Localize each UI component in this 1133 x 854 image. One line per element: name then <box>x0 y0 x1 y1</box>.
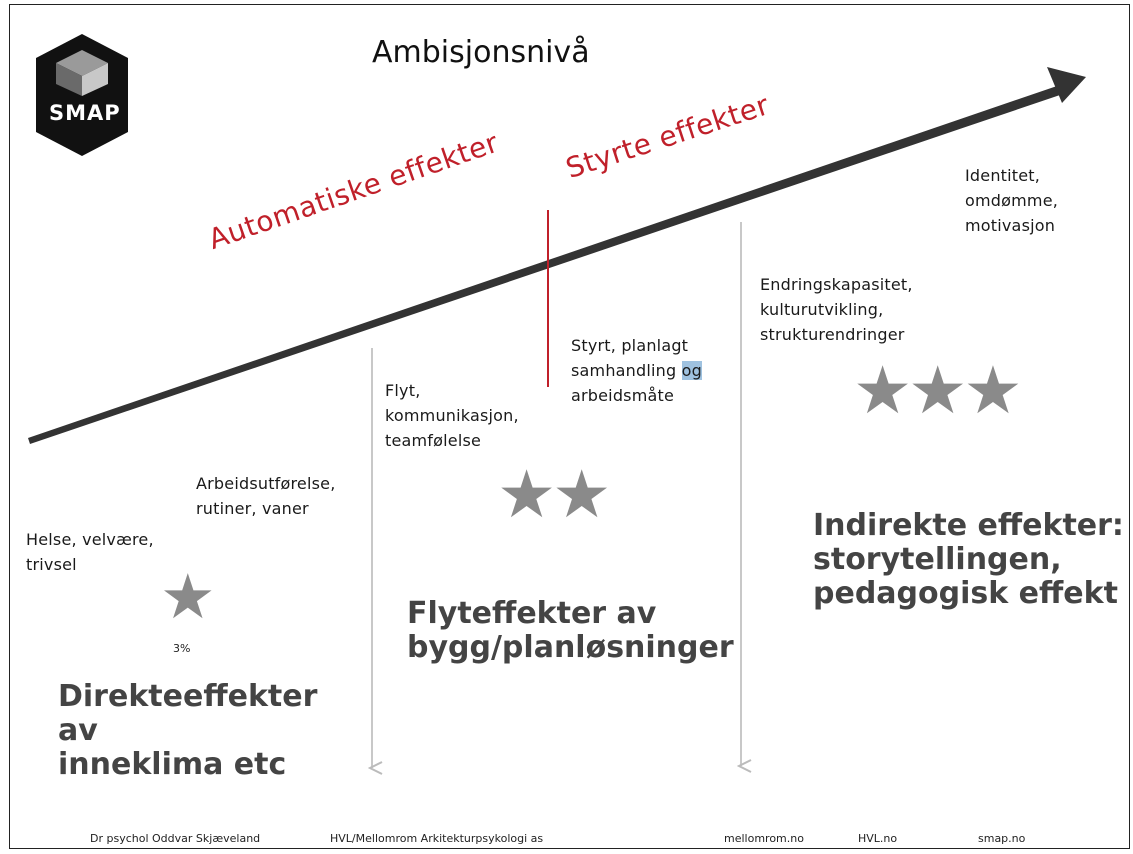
level-work-line1: Arbeidsutførelse, <box>196 474 336 493</box>
level-work-line2: rutiner, vaner <box>196 499 309 518</box>
level-identity-line2: omdømme, <box>965 191 1059 210</box>
level-change-line2: kulturutvikling, <box>760 300 884 319</box>
footer-author: Dr psychol Oddvar Skjæveland <box>90 832 261 845</box>
smap-logo-icon <box>36 34 128 156</box>
level-work: Arbeidsutførelse, rutiner, vaner <box>196 471 335 521</box>
logo-text: SMAP <box>49 101 121 125</box>
indirect-effects-line1: Indirekte effekter: <box>813 508 1124 543</box>
indirect-effects-line3: pedagogisk effekt <box>813 576 1118 611</box>
level-controlled-line1: Styrt, planlagt <box>571 336 689 355</box>
highlighted-word: og <box>681 361 703 380</box>
two-stars-icon: ★★ <box>497 456 611 533</box>
footer-org: HVL/Mellomrom Arkitekturpsykologi as <box>330 832 544 845</box>
level-flow-line3: teamfølelse <box>385 431 482 450</box>
footer-site-smap[interactable]: smap.no <box>978 832 1026 845</box>
level-health: Helse, velvære, trivsel <box>26 527 154 577</box>
level-identity: Identitet, omdømme, motivasjon <box>965 163 1058 238</box>
level-controlled-line2: samhandling og <box>571 358 703 383</box>
level-controlled-line3: arbeidsmåte <box>571 386 675 405</box>
ambition-arrow <box>28 86 1060 444</box>
footer-site-mellomrom[interactable]: mellomrom.no <box>724 832 804 845</box>
level-health-line1: Helse, velvære, <box>26 530 154 549</box>
direct-effects-line1: Direkteeffekter <box>58 679 318 714</box>
page-title: Ambisjonsnivå <box>372 35 590 70</box>
indirect-effects-heading: Indirekte effekter: storytellingen, peda… <box>813 509 1124 611</box>
level-flow: Flyt, kommunikasjon, teamfølelse <box>385 378 519 453</box>
level-controlled: Styrt, planlagt samhandling og arbeidsmå… <box>571 333 703 408</box>
level-flow-line1: Flyt, <box>385 381 421 400</box>
level-identity-line3: motivasjon <box>965 216 1056 235</box>
level-change-line1: Endringskapasitet, <box>760 275 913 294</box>
level-controlled-line2-text: samhandling <box>571 361 682 380</box>
direct-effects-heading: Direkteeffekter av inneklima etc <box>58 680 317 782</box>
percent-label: 3% <box>173 642 191 655</box>
flow-effects-heading: Flyteffekter av bygg/planløsninger <box>407 597 734 665</box>
three-stars-icon: ★★★ <box>853 352 1023 429</box>
ambition-arrowhead-icon <box>1047 67 1086 103</box>
level-flow-line2: kommunikasjon, <box>385 406 519 425</box>
direct-effects-line2: av <box>58 713 98 748</box>
level-change-line3: strukturendringer <box>760 325 905 344</box>
level-identity-line1: Identitet, <box>965 166 1041 185</box>
direct-effects-line3: inneklima etc <box>58 747 287 782</box>
footer-site-hvl[interactable]: HVL.no <box>858 832 898 845</box>
indirect-effects-line2: storytellingen, <box>813 542 1062 577</box>
flow-effects-line1: Flyteffekter av <box>407 596 657 631</box>
level-health-line2: trivsel <box>26 555 77 574</box>
slide-frame <box>9 4 1130 849</box>
flow-effects-line2: bygg/planløsninger <box>407 630 734 665</box>
level-change: Endringskapasitet, kulturutvikling, stru… <box>760 272 913 347</box>
one-star-icon: ★ <box>160 560 216 633</box>
